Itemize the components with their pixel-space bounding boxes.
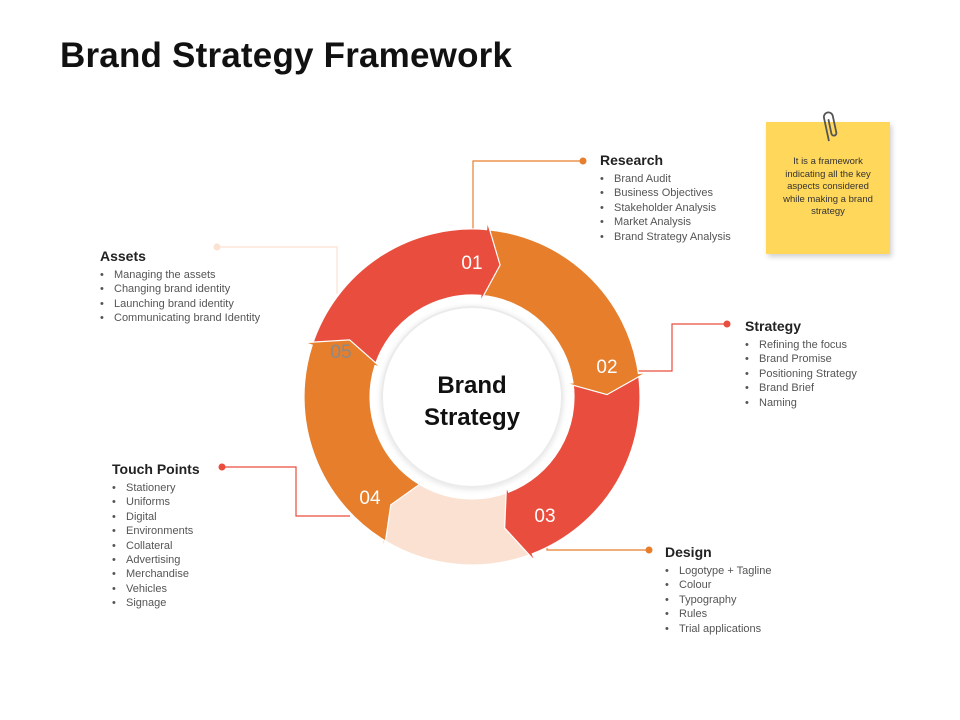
list-item: Communicating brand Identity — [100, 311, 260, 325]
research-list: Brand Audit Business Objectives Stakehol… — [600, 172, 731, 244]
list-item: Digital — [112, 510, 200, 524]
list-item: Rules — [665, 607, 771, 621]
connector-research — [472, 160, 583, 238]
inner-core — [392, 317, 552, 477]
assets-list: Managing the assets Changing brand ident… — [100, 268, 260, 326]
connector-dot-assets — [213, 243, 221, 251]
segment-01-research — [303, 339, 421, 542]
list-item: Market Analysis — [600, 215, 731, 229]
segment-04-touch-points — [504, 372, 641, 562]
list-item: Environments — [112, 524, 200, 538]
list-item: Naming — [745, 396, 857, 410]
list-item: Vehicles — [112, 582, 200, 596]
segment-number-02: 02 — [596, 357, 617, 378]
connector-dot-strategy — [723, 320, 731, 328]
strategy-list: Refining the focus Brand Promise Positio… — [745, 338, 857, 410]
list-item: Trial applications — [665, 622, 771, 636]
design-heading: Design — [665, 544, 712, 560]
list-item: Changing brand identity — [100, 282, 260, 296]
connector-dot-design — [645, 546, 653, 554]
segment-number-03: 03 — [534, 506, 555, 527]
strategy-heading: Strategy — [745, 318, 802, 334]
sticky-note-text: It is a framework indicating all the key… — [783, 156, 873, 218]
list-item: Positioning Strategy — [745, 367, 857, 381]
list-item: Collateral — [112, 539, 200, 553]
list-item: Refining the focus — [745, 338, 857, 352]
segment-number-04: 04 — [359, 488, 381, 509]
list-item: Uniforms — [112, 495, 200, 509]
touch-points-heading: Touch Points — [112, 461, 200, 477]
strategy-section: Strategy Refining the focus Brand Promis… — [745, 318, 857, 410]
list-item: Signage — [112, 596, 200, 610]
design-list: Logotype + Tagline Colour Typography Rul… — [665, 564, 771, 636]
list-item: Business Objectives — [600, 186, 731, 200]
assets-section: Assets Managing the assets Changing bran… — [100, 248, 260, 326]
connector-dot-research — [579, 157, 587, 165]
page-title: Brand Strategy Framework — [60, 36, 513, 75]
segment-02-strategy — [311, 221, 501, 367]
connector-touch-points — [222, 466, 350, 517]
connector-dot-touch-points — [218, 463, 226, 471]
assets-heading: Assets — [100, 248, 146, 264]
list-item: Merchandise — [112, 567, 200, 581]
list-item: Launching brand identity — [100, 297, 260, 311]
segment-03-design — [479, 228, 647, 396]
touch-points-list: Stationery Uniforms Digital Environments… — [112, 481, 200, 611]
connector-assets — [217, 246, 338, 294]
segment-number-05: 05 — [330, 342, 351, 363]
sticky-note: It is a framework indicating all the key… — [766, 122, 890, 254]
list-item: Logotype + Tagline — [665, 564, 771, 578]
list-item: Brand Promise — [745, 352, 857, 366]
research-section: Research Brand Audit Business Objectives… — [600, 152, 731, 244]
list-item: Colour — [665, 578, 771, 592]
touch-points-section: Touch Points Stationery Uniforms Digital… — [112, 461, 200, 611]
list-item: Brand Brief — [745, 381, 857, 395]
paperclip-icon — [823, 111, 838, 142]
list-item: Brand Audit — [600, 172, 731, 186]
research-heading: Research — [600, 152, 664, 168]
cycle-ring — [303, 221, 647, 566]
list-item: Stationery — [112, 481, 200, 495]
list-item: Brand Strategy Analysis — [600, 230, 731, 244]
design-section: Design Logotype + Tagline Colour Typogra… — [665, 544, 771, 636]
connector-strategy — [636, 323, 727, 372]
list-item: Advertising — [112, 553, 200, 567]
center-line-2: Strategy — [424, 404, 521, 431]
list-item: Stakeholder Analysis — [600, 201, 731, 215]
list-item: Managing the assets — [100, 268, 260, 282]
center-line-1: Brand — [437, 372, 506, 399]
list-item: Typography — [665, 593, 771, 607]
segment-number-01: 01 — [461, 253, 482, 274]
